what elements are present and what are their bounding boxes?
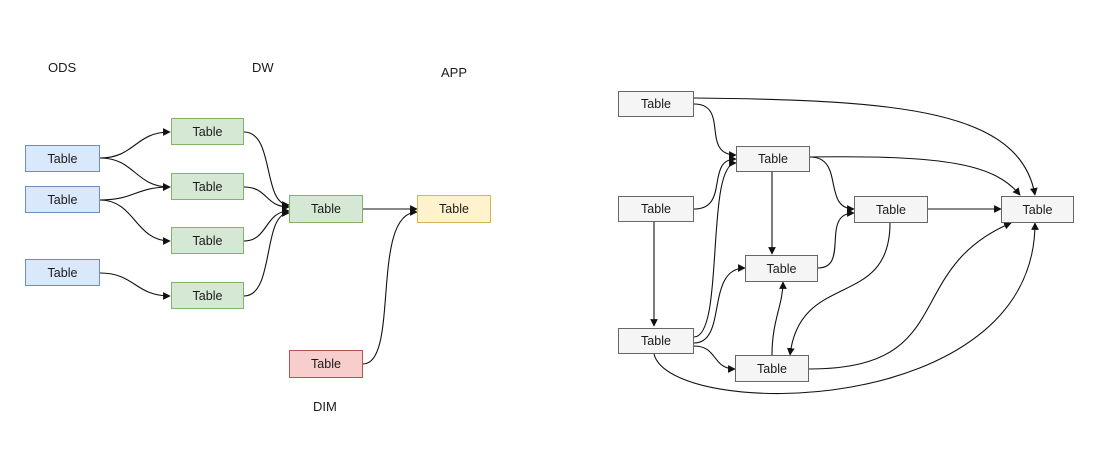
right-table-node[interactable]: Table: [618, 196, 694, 222]
ods-table-node[interactable]: Table: [25, 259, 100, 286]
right-table-node[interactable]: Table: [618, 91, 694, 117]
dw-table-node[interactable]: Table: [171, 282, 244, 309]
edge-ods1-dw1: [99, 128, 171, 159]
dw-table-node[interactable]: Table: [171, 227, 244, 254]
layer-label-dw: DW: [252, 60, 274, 75]
right-table-node[interactable]: Table: [854, 196, 928, 223]
app-table-node[interactable]: Table: [417, 195, 491, 223]
edge-r3-r2: [693, 155, 737, 210]
edge-ods2-dw2: [99, 183, 171, 201]
right-table-node[interactable]: Table: [735, 355, 809, 382]
edge-r2-r6: [809, 156, 855, 213]
edge-r1-r2: [693, 103, 737, 159]
layer-label-ods: ODS: [48, 60, 77, 75]
ods-table-node[interactable]: Table: [25, 186, 100, 213]
edge-r4-r7: [693, 345, 736, 373]
edge-dw4-merge: [243, 209, 290, 297]
dw-merged-table-node[interactable]: Table: [289, 195, 363, 223]
edge-r1-r8: [693, 97, 1038, 196]
right-table-node[interactable]: Table: [745, 255, 818, 282]
right-table-node[interactable]: Table: [1001, 196, 1074, 223]
edge-r6-r7: [786, 222, 891, 356]
layer-label-dim: DIM: [313, 399, 337, 414]
edge-ods1-dw2: [99, 157, 171, 191]
edge-dim-app: [362, 208, 418, 365]
layer-label-app: APP: [441, 65, 468, 80]
edge-r4-r8: [653, 222, 1039, 394]
edge-dw1-merge: [243, 131, 290, 209]
edge-ods2-dw3: [99, 199, 171, 245]
right-table-node[interactable]: Table: [618, 328, 694, 354]
edge-dw2-merge: [243, 186, 290, 211]
dim-table-node[interactable]: Table: [289, 350, 363, 378]
right-table-node[interactable]: Table: [736, 146, 810, 172]
dw-table-node[interactable]: Table: [171, 173, 244, 200]
edge-ods3-dw4: [99, 272, 171, 300]
edge-r4-r5: [693, 264, 746, 344]
edge-r4-r2: [693, 159, 737, 338]
edge-r7-r5: [771, 281, 787, 356]
edge-r7-r8: [808, 222, 1012, 370]
edge-r5-r6: [817, 209, 855, 269]
dw-table-node[interactable]: Table: [171, 118, 244, 145]
ods-table-node[interactable]: Table: [25, 145, 100, 172]
edge-r2-r8: [809, 156, 1021, 196]
